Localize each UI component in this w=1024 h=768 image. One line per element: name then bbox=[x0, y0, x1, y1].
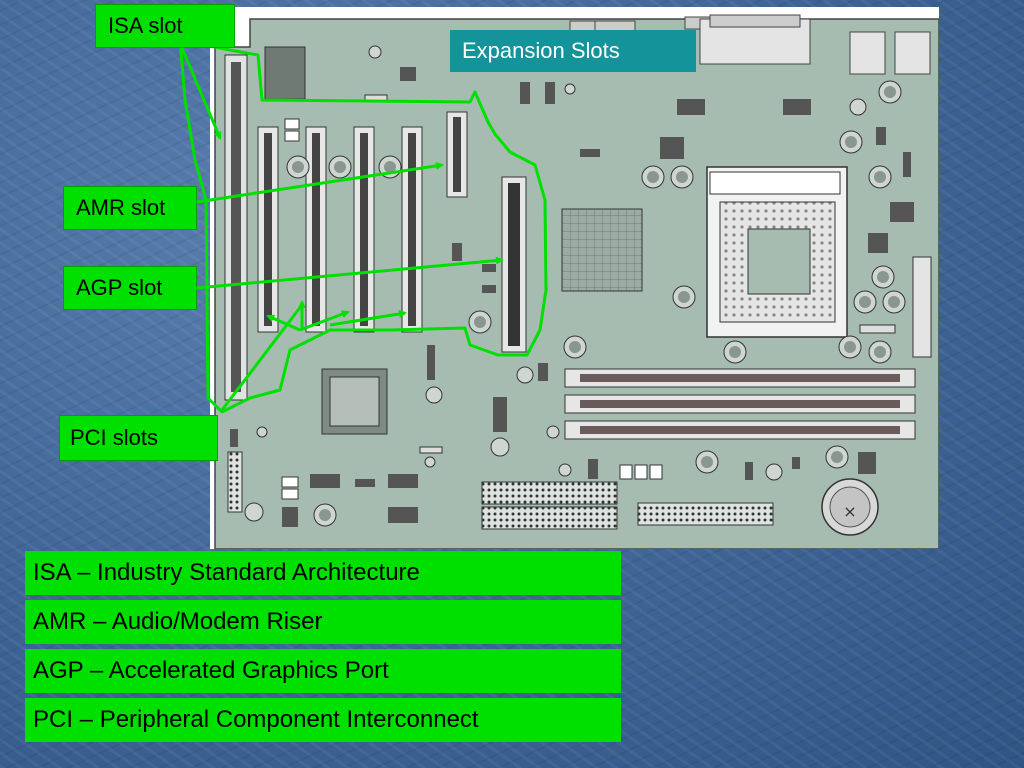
definition-agp: AGP – Accelerated Graphics Port bbox=[25, 649, 621, 693]
northbridge-heatsink bbox=[561, 208, 643, 292]
pci-slot-2 bbox=[305, 126, 327, 333]
dimm-slot-1 bbox=[564, 368, 916, 388]
amr-slot-label: AMR slot bbox=[63, 186, 197, 230]
motherboard-drawing: × bbox=[214, 14, 939, 549]
definition-pci: PCI – Peripheral Component Interconnect bbox=[25, 698, 621, 742]
cpu-socket bbox=[706, 166, 848, 338]
definition-isa: ISA – Industry Standard Architecture bbox=[25, 551, 621, 595]
definition-amr: AMR – Audio/Modem Riser bbox=[25, 600, 621, 644]
agp-slot-label: AGP slot bbox=[63, 266, 197, 310]
amr-slot-drawing bbox=[446, 111, 468, 198]
dimm-slot-2 bbox=[564, 394, 916, 414]
agp-slot-drawing bbox=[501, 176, 527, 353]
expansion-slots-label: Expansion Slots bbox=[450, 30, 696, 72]
pci-slot-4 bbox=[401, 126, 423, 333]
pci-slot-3 bbox=[353, 126, 375, 333]
atx-power-connector bbox=[912, 256, 932, 358]
pci-slots-label: PCI slots bbox=[59, 415, 218, 461]
floppy-connector bbox=[637, 502, 774, 526]
pci-slot-1 bbox=[257, 126, 279, 333]
ide-connector bbox=[481, 481, 618, 505]
isa-slot-label: ISA slot bbox=[95, 4, 235, 48]
dimm-slot-3 bbox=[564, 420, 916, 440]
svg-text:×: × bbox=[843, 502, 856, 521]
cmos-battery: × bbox=[821, 478, 879, 536]
motherboard-image: × bbox=[210, 7, 939, 549]
